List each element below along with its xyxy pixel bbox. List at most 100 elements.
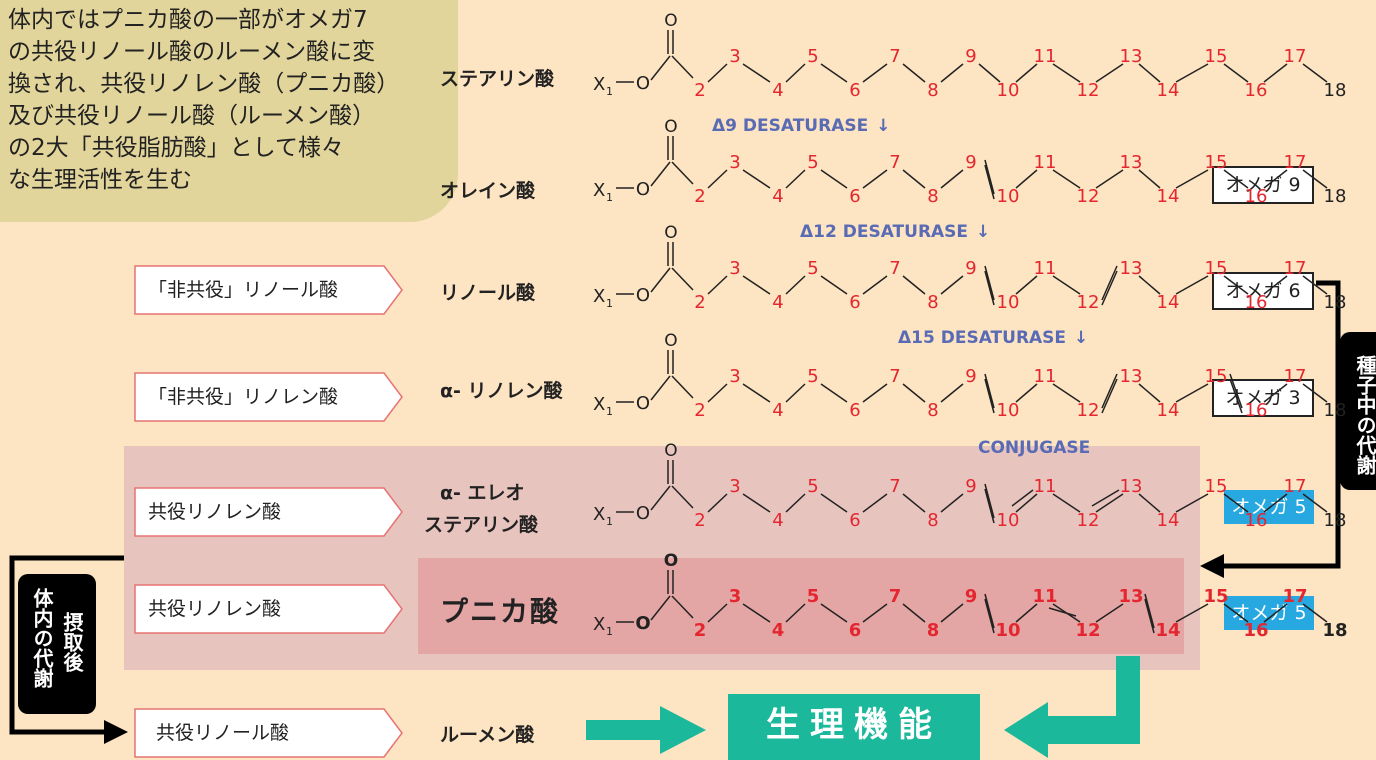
info-note: 体内ではプニカ酸の一部がオメガ7 の共役リノール酸のルーメン酸に変 換され、共役… xyxy=(0,0,458,222)
carbon-number: 8 xyxy=(927,620,940,641)
carbon-number: 12 xyxy=(1077,186,1100,207)
carbon-number: 16 xyxy=(1245,80,1268,101)
carbon-number: 2 xyxy=(694,400,705,421)
bond-line xyxy=(1052,63,1081,83)
carbon-number: 4 xyxy=(772,186,783,207)
x1-label: X xyxy=(593,394,605,415)
bond-line xyxy=(1263,275,1288,295)
double-bond-line xyxy=(984,159,995,195)
note-line: の共役リノール酸のルーメン酸に変 xyxy=(8,39,376,65)
note-line: の2大「共役脂肪酸」として様々 xyxy=(8,135,344,161)
carbon-number: 2 xyxy=(694,186,705,207)
enzyme-label: Δ12 DESATURASE xyxy=(800,222,969,242)
carbon-number: 9 xyxy=(965,258,976,279)
bond-line xyxy=(940,63,964,83)
carbon-number: 13 xyxy=(1120,476,1143,497)
carbon-number: 7 xyxy=(889,586,902,607)
oxygen-label: O xyxy=(636,285,650,306)
acid-name-eleostearic-2: ステアリン酸 xyxy=(424,514,539,536)
omega-badge-6: オメガ 6 xyxy=(1212,272,1314,310)
oxygen-label: O xyxy=(635,613,650,634)
oxygen-label: O xyxy=(664,223,677,243)
bond-line xyxy=(742,603,771,623)
double-bond-line xyxy=(984,483,995,519)
bond-line xyxy=(1095,63,1124,83)
double-bond-line xyxy=(984,378,995,414)
carbon-number: 14 xyxy=(1157,510,1180,531)
enzyme-d9: Δ9 DESATURASE↓ xyxy=(712,116,890,136)
oxygen-label: O xyxy=(664,331,677,351)
bond-line xyxy=(785,493,806,513)
body-metabolism-line xyxy=(9,555,124,735)
omega-badge-5: オメガ 5 xyxy=(1224,596,1314,630)
carbon-number: 2 xyxy=(694,620,707,641)
down-arrow-icon: ↓ xyxy=(876,116,891,136)
bond-line xyxy=(902,169,926,189)
bond-line xyxy=(820,383,848,403)
bond-line xyxy=(742,383,771,403)
carbon-number: 2 xyxy=(694,80,705,101)
bond-line xyxy=(1138,63,1161,83)
bond-line xyxy=(978,63,1001,83)
carbon-number: 13 xyxy=(1120,152,1143,173)
bond-line xyxy=(1302,63,1328,83)
bond-line xyxy=(707,383,728,403)
bond-line xyxy=(650,55,671,81)
bond-line xyxy=(1015,63,1038,83)
carbon-number: 9 xyxy=(965,586,978,607)
down-arrow-icon: ↓ xyxy=(976,222,991,242)
carbon-number: 14 xyxy=(1157,400,1180,421)
bond-line xyxy=(1175,603,1209,623)
x1-subscript: 1 xyxy=(606,191,613,204)
double-bond-line xyxy=(1101,373,1118,409)
bond-line xyxy=(1223,63,1249,83)
bond-line xyxy=(707,275,728,295)
carbon-number: 8 xyxy=(927,510,938,531)
bond-line xyxy=(1223,275,1249,295)
carbon-number: 12 xyxy=(1077,510,1100,531)
carbon-number: 17 xyxy=(1284,46,1307,67)
carbon-number: 5 xyxy=(807,258,818,279)
carbon-number: 5 xyxy=(807,366,818,387)
bond-line xyxy=(1015,603,1038,623)
double-bond-line xyxy=(1144,593,1155,629)
bond-line xyxy=(1302,169,1328,189)
source-box-conj-linolenic-1: 共役リノレン酸 xyxy=(134,487,404,537)
down-arrow-icon: ↓ xyxy=(1074,328,1089,348)
enzyme-d15: Δ15 DESATURASE↓ xyxy=(898,328,1088,348)
carbon-number: 12 xyxy=(1077,400,1100,421)
oxygen-label: O xyxy=(664,117,677,137)
bond-line xyxy=(742,493,771,513)
carbon-number: 7 xyxy=(889,46,900,67)
bond-line xyxy=(940,603,964,623)
bond-line xyxy=(1175,275,1209,295)
bond-line xyxy=(1302,603,1328,623)
source-box-conj-linolenic-2: 共役リノレン酸 xyxy=(134,584,404,634)
oxygen-label: O xyxy=(636,503,650,524)
bond-line xyxy=(671,485,694,509)
carbon-number: 11 xyxy=(1034,46,1057,67)
carbon-number: 17 xyxy=(1282,586,1307,607)
bond-line xyxy=(707,603,728,623)
bond-line xyxy=(1138,275,1161,295)
omega-badge-5: オメガ 5 xyxy=(1224,490,1314,524)
carbon-number: 10 xyxy=(997,400,1020,421)
seed-metabolism-line xyxy=(1218,280,1341,569)
bond-line xyxy=(862,275,888,295)
acid-name-stearic: ステアリン酸 xyxy=(440,68,555,90)
double-bond-line xyxy=(984,164,995,200)
double-bond-line xyxy=(1101,378,1118,414)
carbon-number: 10 xyxy=(997,510,1020,531)
carbon-number: 6 xyxy=(849,292,860,313)
carbon-number: 6 xyxy=(849,80,860,101)
bond-line xyxy=(1052,275,1081,295)
bond-line xyxy=(1223,603,1249,623)
note-line: 換され、共役リノレン酸（プニカ酸） xyxy=(8,71,400,97)
oxygen-label: O xyxy=(636,73,650,94)
physiological-function-box: 生理機能 xyxy=(728,694,980,760)
carbon-number: 12 xyxy=(1075,620,1100,641)
carbon-number: 15 xyxy=(1205,366,1228,387)
carbon-number: 15 xyxy=(1205,258,1228,279)
body-metabolism-label: 体内の代謝 摂取後 xyxy=(18,574,96,714)
carbon-number: 14 xyxy=(1155,620,1180,641)
